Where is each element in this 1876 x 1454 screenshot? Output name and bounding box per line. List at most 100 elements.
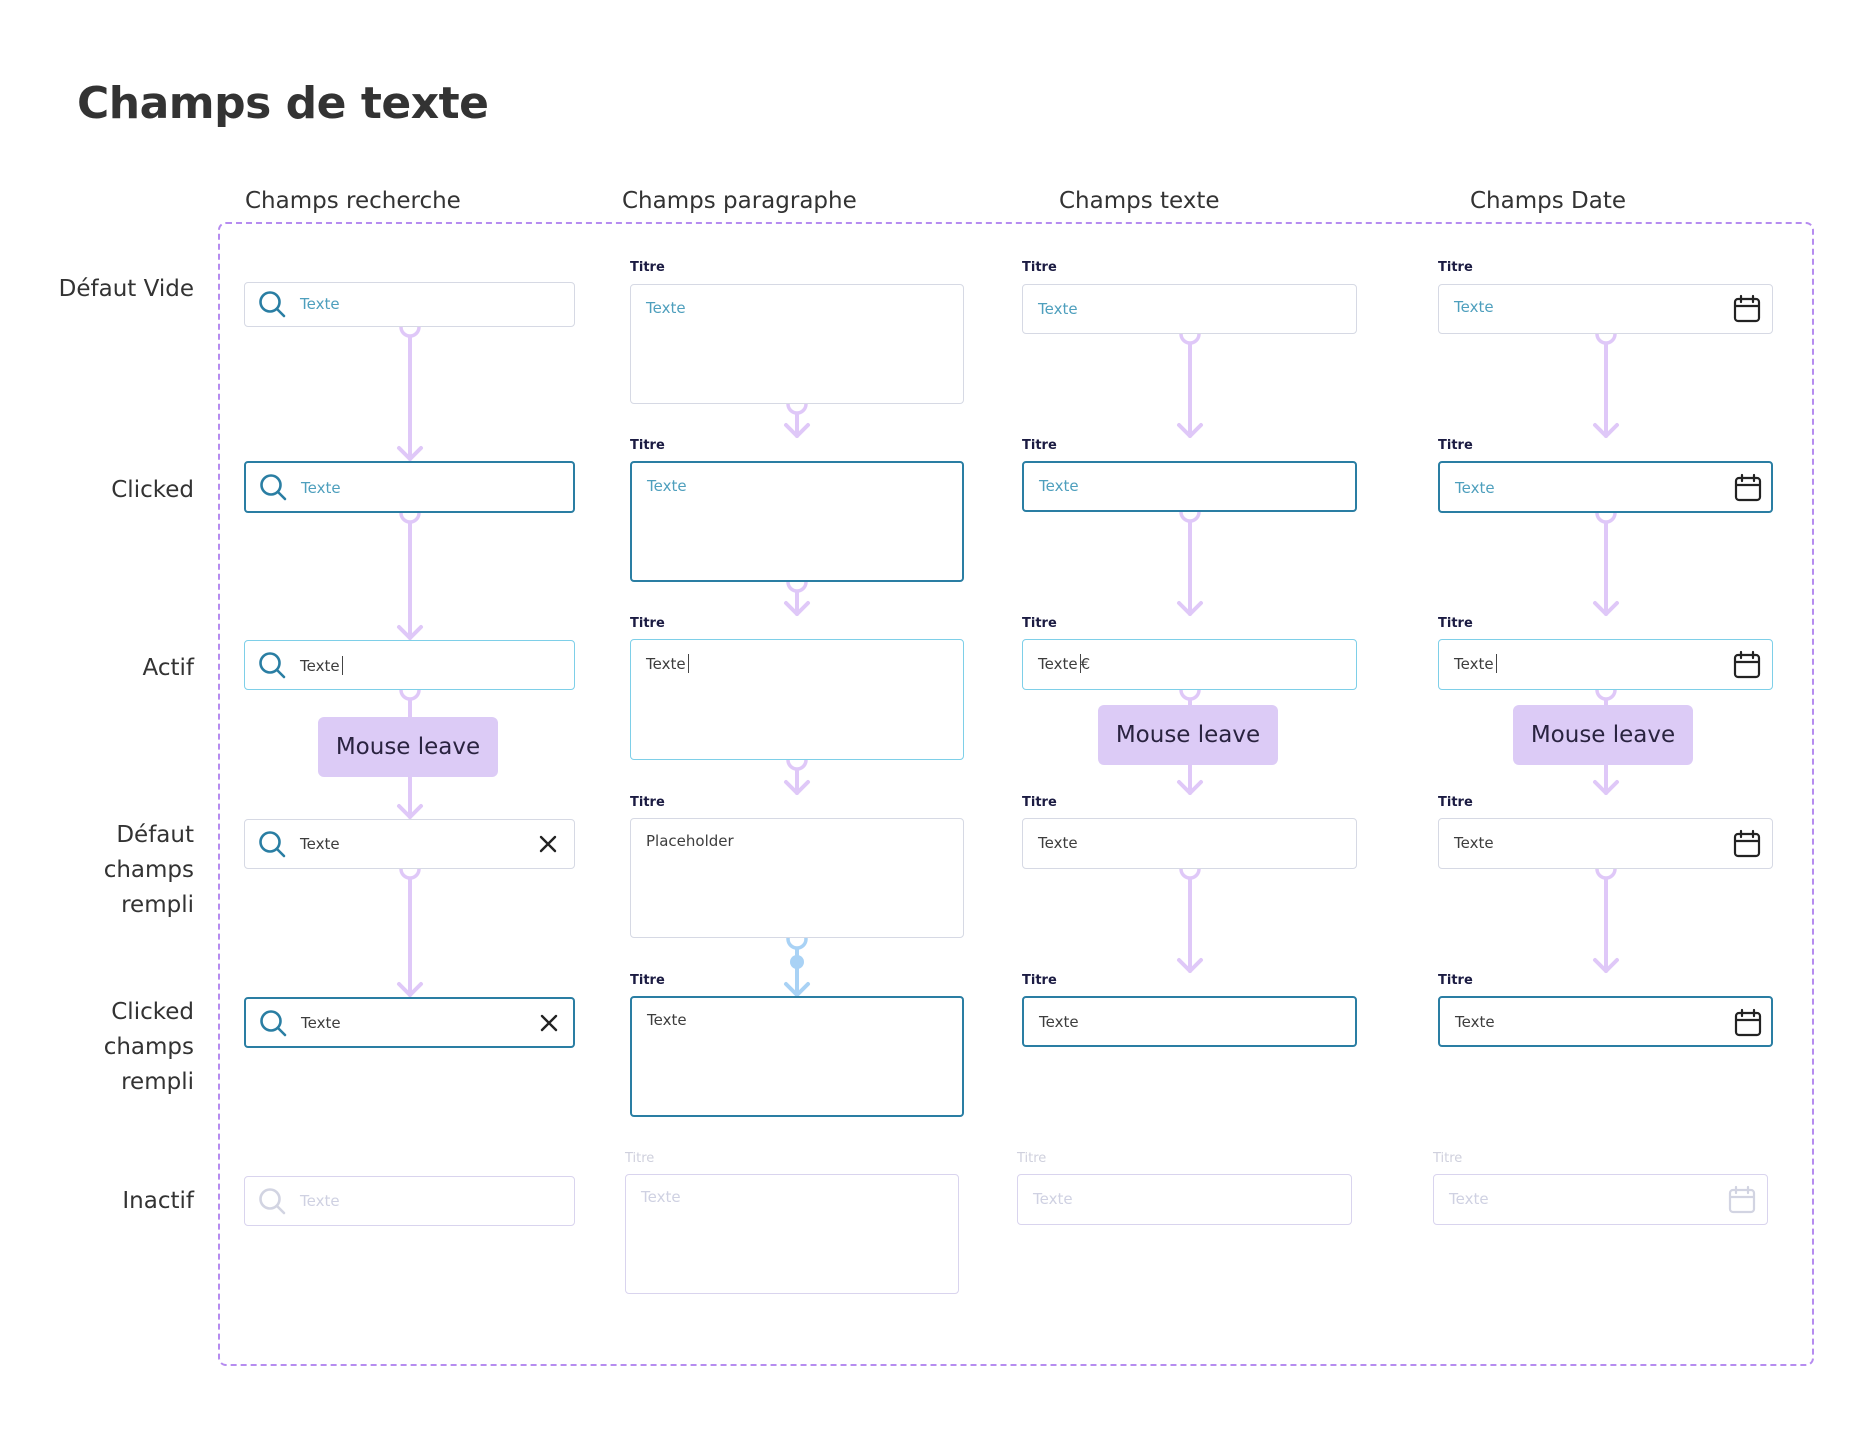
close-icon[interactable]: [536, 832, 560, 856]
search-field-default-filled[interactable]: Texte: [244, 819, 575, 869]
paragraph-value: Placeholder: [646, 832, 734, 850]
paragraph-field-clicked[interactable]: Texte: [630, 461, 964, 582]
text-field-clicked-filled[interactable]: Texte: [1022, 996, 1357, 1047]
mouse-leave-badge: Mouse leave: [1513, 705, 1693, 765]
field-title: Titre: [1017, 1151, 1047, 1166]
search-value: Texte: [300, 835, 340, 853]
text-value: Texte: [1039, 1013, 1079, 1031]
paragraph-placeholder: Texte: [646, 299, 686, 317]
text-placeholder: Texte: [1038, 300, 1078, 318]
search-value-active: Texte: [300, 656, 343, 675]
mouse-leave-badge: Mouse leave: [1098, 705, 1278, 765]
field-title: Titre: [1022, 616, 1057, 631]
date-field-clicked[interactable]: Texte: [1438, 461, 1773, 513]
date-field-active[interactable]: Texte: [1438, 639, 1773, 690]
close-icon[interactable]: [537, 1011, 561, 1035]
field-title: Titre: [1438, 438, 1473, 453]
paragraph-field-active[interactable]: Texte: [630, 639, 964, 760]
field-title: Titre: [1022, 973, 1057, 988]
calendar-icon[interactable]: [1732, 650, 1762, 680]
text-caret: [1495, 654, 1497, 673]
column-header-date: Champs Date: [1470, 188, 1627, 214]
search-placeholder: Texte: [301, 479, 341, 497]
text-placeholder: Texte: [1039, 477, 1079, 495]
search-field-default[interactable]: Texte: [244, 282, 575, 327]
text-field-active[interactable]: Texte€: [1022, 639, 1357, 690]
row-label-disabled: Inactif: [122, 1188, 194, 1214]
paragraph-field-default-filled[interactable]: Placeholder: [630, 818, 964, 938]
field-title: Titre: [1438, 616, 1473, 631]
text-placeholder: Texte: [1033, 1190, 1073, 1208]
date-placeholder: Texte: [1449, 1190, 1489, 1208]
date-placeholder: Texte: [1455, 479, 1495, 497]
date-value: Texte: [1454, 834, 1494, 852]
field-title: Titre: [630, 973, 665, 988]
text-value-active: Texte€: [1038, 654, 1091, 673]
paragraph-value: Texte: [647, 1011, 687, 1029]
text-field-default-filled[interactable]: Texte: [1022, 818, 1357, 869]
date-value: Texte: [1455, 1013, 1495, 1031]
calendar-icon[interactable]: [1733, 1008, 1763, 1038]
date-placeholder: Texte: [1454, 298, 1494, 316]
text-caret: [687, 654, 689, 673]
text-value: Texte: [1038, 834, 1078, 852]
field-title: Titre: [1438, 795, 1473, 810]
search-icon: [259, 831, 286, 858]
column-header-paragraph: Champs paragraphe: [622, 188, 857, 214]
date-field-clicked-filled[interactable]: Texte: [1438, 996, 1773, 1047]
field-title: Titre: [630, 260, 665, 275]
page-title: Champs de texte: [77, 78, 489, 129]
field-title: Titre: [625, 1151, 655, 1166]
text-field-clicked[interactable]: Texte: [1022, 461, 1357, 512]
text-field-default[interactable]: Texte: [1022, 284, 1357, 334]
search-icon: [259, 291, 286, 318]
paragraph-placeholder: Texte: [647, 477, 687, 495]
field-title: Titre: [630, 795, 665, 810]
column-header-text: Champs texte: [1059, 188, 1220, 214]
row-label-clicked-filled: Clicked champs rempli: [103, 999, 194, 1095]
date-field-default-filled[interactable]: Texte: [1438, 818, 1773, 869]
search-icon: [260, 474, 287, 501]
paragraph-field-clicked-filled[interactable]: Texte: [630, 996, 964, 1117]
calendar-icon: [1728, 1185, 1756, 1214]
paragraph-placeholder: Texte: [641, 1188, 681, 1206]
search-field-clicked[interactable]: Texte: [244, 461, 575, 513]
search-placeholder: Texte: [300, 1192, 340, 1210]
search-field-disabled: Texte: [244, 1176, 575, 1226]
search-icon: [259, 1188, 286, 1215]
row-label-default-empty: Défaut Vide: [58, 276, 194, 302]
field-title: Titre: [1433, 1151, 1463, 1166]
calendar-icon[interactable]: [1733, 473, 1763, 503]
paragraph-value-active: Texte: [646, 654, 689, 673]
search-icon: [260, 1010, 287, 1037]
field-title: Titre: [1022, 260, 1057, 275]
row-label-active: Actif: [142, 655, 194, 681]
field-title: Titre: [1022, 795, 1057, 810]
column-header-search: Champs recherche: [245, 188, 461, 214]
paragraph-field-default[interactable]: Texte: [630, 284, 964, 404]
search-field-clicked-filled[interactable]: Texte: [244, 997, 575, 1048]
search-value: Texte: [301, 1014, 341, 1032]
search-field-active[interactable]: Texte: [244, 640, 575, 690]
search-icon: [259, 652, 286, 679]
text-caret: [1079, 654, 1081, 673]
field-title: Titre: [1438, 973, 1473, 988]
row-label-clicked: Clicked: [111, 477, 194, 503]
field-title: Titre: [630, 438, 665, 453]
search-placeholder: Texte: [300, 295, 340, 313]
field-title: Titre: [1022, 438, 1057, 453]
text-field-disabled: Texte: [1017, 1174, 1352, 1225]
states-frame: [218, 222, 1814, 1366]
calendar-icon[interactable]: [1732, 829, 1762, 859]
currency-suffix: €: [1080, 655, 1091, 673]
date-value-active: Texte: [1454, 654, 1497, 673]
field-title: Titre: [630, 616, 665, 631]
paragraph-field-disabled: Texte: [625, 1174, 959, 1294]
field-title: Titre: [1438, 260, 1473, 275]
calendar-icon[interactable]: [1732, 294, 1762, 324]
date-field-disabled: Texte: [1433, 1174, 1768, 1225]
text-caret: [341, 656, 343, 675]
row-label-default-filled: Défaut champs rempli: [103, 822, 194, 918]
date-field-default[interactable]: Texte: [1438, 284, 1773, 334]
mouse-leave-badge: Mouse leave: [318, 717, 498, 777]
